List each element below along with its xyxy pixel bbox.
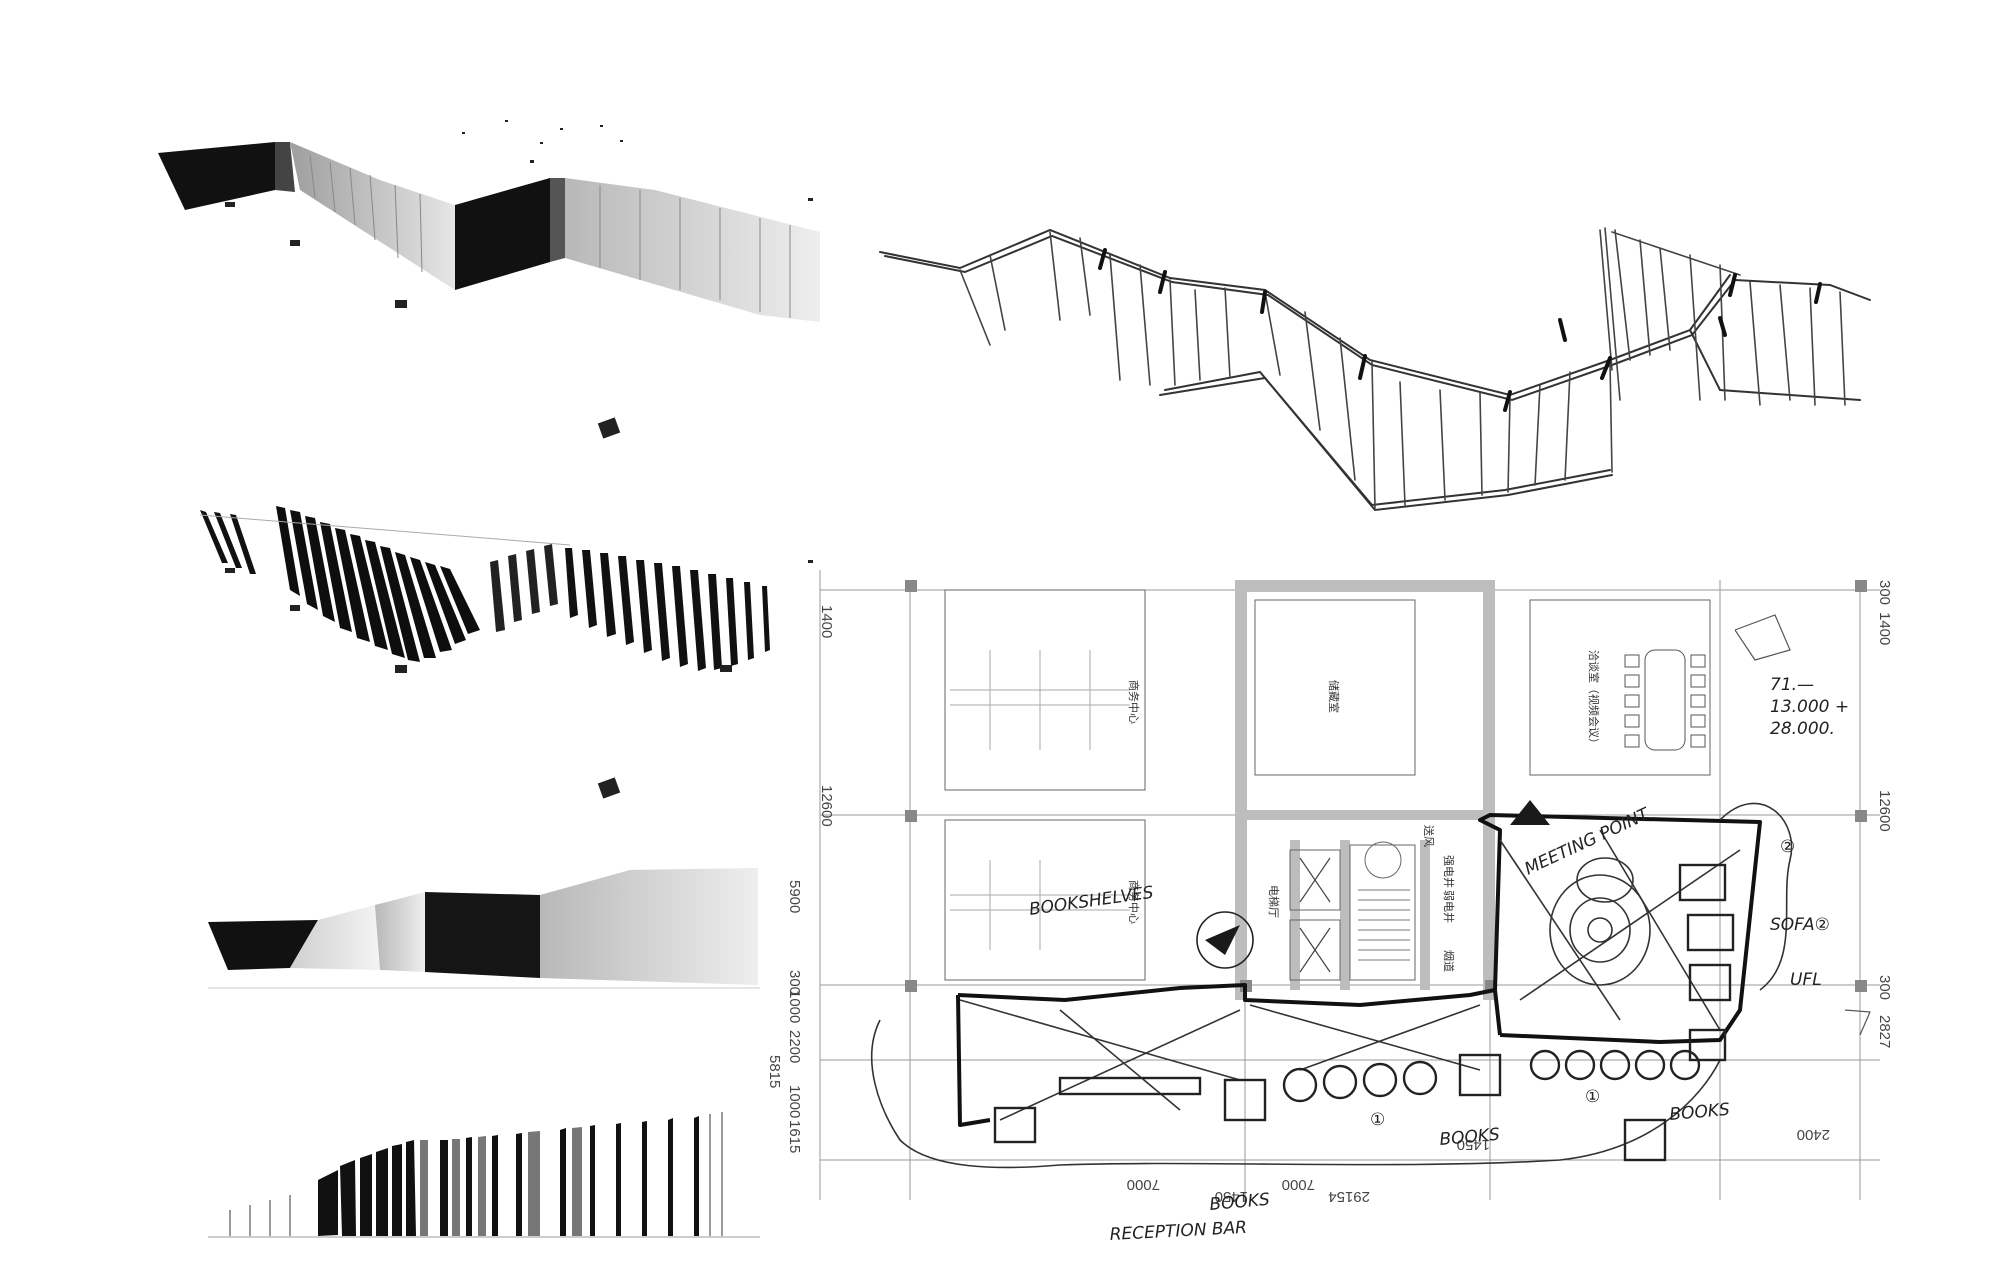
room-business-center-top: 商务中心 xyxy=(1127,680,1141,724)
dims-left: 1400 12600 5900 300 1000 2200 5815 1000 … xyxy=(766,605,835,1153)
dim-left-1: 12600 xyxy=(818,785,835,827)
dim-bottom-1: 1450 xyxy=(1215,1188,1248,1205)
note-ufl: UFL xyxy=(1790,970,1822,990)
dim-right-3: 300 xyxy=(1876,975,1893,1000)
column-markers-1 xyxy=(225,120,813,439)
render-view-solid-perspective xyxy=(158,120,820,439)
dim-left-0: 1400 xyxy=(818,605,835,638)
note-books-3: BOOKS xyxy=(1669,1100,1731,1125)
dim-bottom-3: 7000 xyxy=(1282,1176,1315,1193)
room-smoke: 送风 xyxy=(1422,825,1436,847)
meeting-table xyxy=(1624,649,1706,751)
note-numeric-1: 71.— xyxy=(1770,675,1814,695)
room-ventilation: 烟道 xyxy=(1442,950,1456,972)
handwritten-notes: BOOKSHELVES RECEPTION BAR BOOKS BOOKS BO… xyxy=(1028,675,1849,1245)
room-strong-shaft: 强电井 xyxy=(1442,855,1456,888)
note-circle-1b: ① xyxy=(1585,1087,1600,1107)
note-numeric-3: 28.000. xyxy=(1770,719,1835,739)
column-markers-2 xyxy=(225,560,813,799)
note-numeric-2: 13.000 + xyxy=(1770,697,1849,717)
floor-plan: 300 1400 12600 300 2827 1400 12600 5900 … xyxy=(766,570,1893,1245)
dim-left-5: 2200 xyxy=(786,1030,803,1063)
note-books-2: BOOKS xyxy=(1439,1125,1501,1150)
dim-left-3: 300 xyxy=(786,970,803,995)
dim-left-8: 1615 xyxy=(786,1120,803,1153)
furniture xyxy=(993,863,1735,1162)
dim-bottom-0: 7000 xyxy=(1127,1176,1160,1193)
note-books-1: BOOKS xyxy=(1209,1190,1271,1215)
dim-left-4: 1000 xyxy=(786,990,803,1023)
render-view-fins-perspective xyxy=(199,506,813,799)
room-business-center-bottom: 商务中心 xyxy=(1127,880,1141,924)
note-circle-2: ② xyxy=(1780,837,1795,857)
room-storage: 储藏室 xyxy=(1327,680,1341,713)
note-reception-bar: RECEPTION BAR xyxy=(1109,1218,1247,1245)
dim-left-2: 5900 xyxy=(786,880,803,913)
dim-right-1: 1400 xyxy=(1876,612,1893,645)
room-labels: 商务中心 商务中心 储藏室 洽谈室（视频会议） 电梯厅 弱电井 强电井 送风 烟… xyxy=(1127,650,1601,972)
note-circle-1a: ① xyxy=(1370,1110,1385,1130)
dim-left-6: 5815 xyxy=(766,1055,783,1088)
room-weak-shaft: 弱电井 xyxy=(1442,890,1456,923)
dim-right-2: 12600 xyxy=(1876,790,1893,832)
render-view-solid-elevation xyxy=(208,868,760,989)
room-elevator-hall: 电梯厅 xyxy=(1267,885,1280,918)
room-meeting: 洽谈室（视频会议） xyxy=(1587,650,1601,749)
wall-sketch xyxy=(879,227,1871,512)
dims-right: 300 1400 12600 300 2827 xyxy=(1876,580,1893,1048)
dim-bottom-4: 1450 xyxy=(1457,1136,1490,1153)
dims-bottom: 7000 1450 29154 7000 1450 2400 xyxy=(1127,1126,1830,1205)
dim-right-4: 2827 xyxy=(1876,1015,1893,1048)
dim-bottom-5: 2400 xyxy=(1797,1126,1830,1143)
sketch-reception-wall xyxy=(956,813,1762,1127)
dim-right-0: 300 xyxy=(1876,580,1893,605)
dim-bottom-2: 29154 xyxy=(1328,1188,1370,1205)
render-view-fins-elevation xyxy=(208,1112,760,1238)
note-sofa: SOFA② xyxy=(1770,915,1830,935)
dim-left-7: 1000 xyxy=(786,1085,803,1118)
